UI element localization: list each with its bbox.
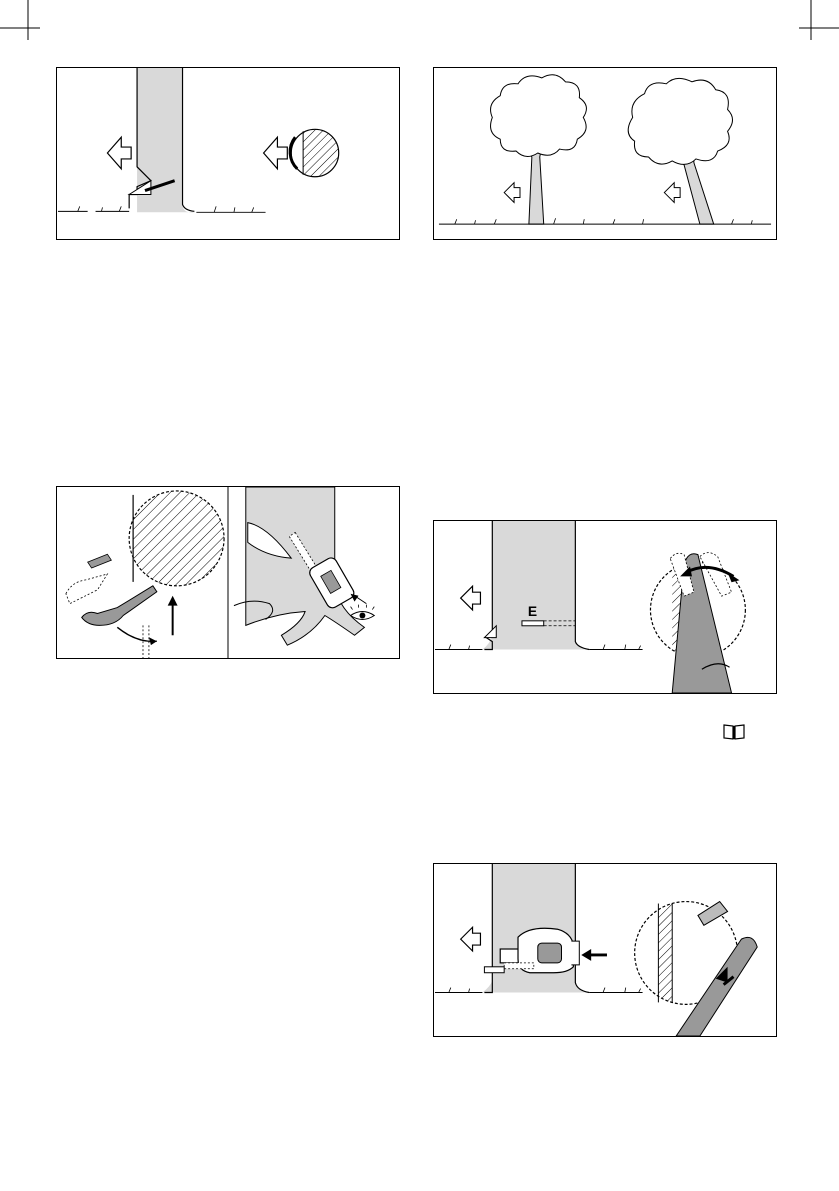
wedge-icon <box>698 902 728 926</box>
arrow-left-icon <box>664 183 680 203</box>
figure-tree-lean <box>433 67 777 240</box>
crop-mark-top-left <box>0 0 60 60</box>
arrow-left-icon <box>504 183 520 203</box>
notch-wedge <box>484 626 496 638</box>
arrow-left-icon <box>461 927 481 951</box>
figure-bar-alignment <box>56 486 400 659</box>
figure-felling-notch <box>56 67 400 240</box>
figure-felling-cut: E <box>433 520 777 694</box>
arrow-left-icon <box>461 586 481 610</box>
chainsaw-icon <box>670 553 731 693</box>
eye-icon <box>351 605 375 620</box>
figure-felling-wedge <box>433 863 777 1037</box>
trunk-cross-section-icon <box>290 127 341 178</box>
chainsaw-icon <box>676 937 757 1036</box>
crop-mark-top-right <box>779 0 839 60</box>
marker-label-e: E <box>528 603 537 619</box>
arrow-left-icon <box>581 949 607 961</box>
arrow-left-icon <box>107 137 131 169</box>
arrow-left-icon <box>264 137 288 169</box>
manual-book-icon <box>722 723 746 741</box>
leaning-tree-icon <box>628 78 732 224</box>
tree-icon <box>491 75 587 224</box>
arrow-up-icon <box>168 596 178 636</box>
cut-line <box>522 621 544 626</box>
